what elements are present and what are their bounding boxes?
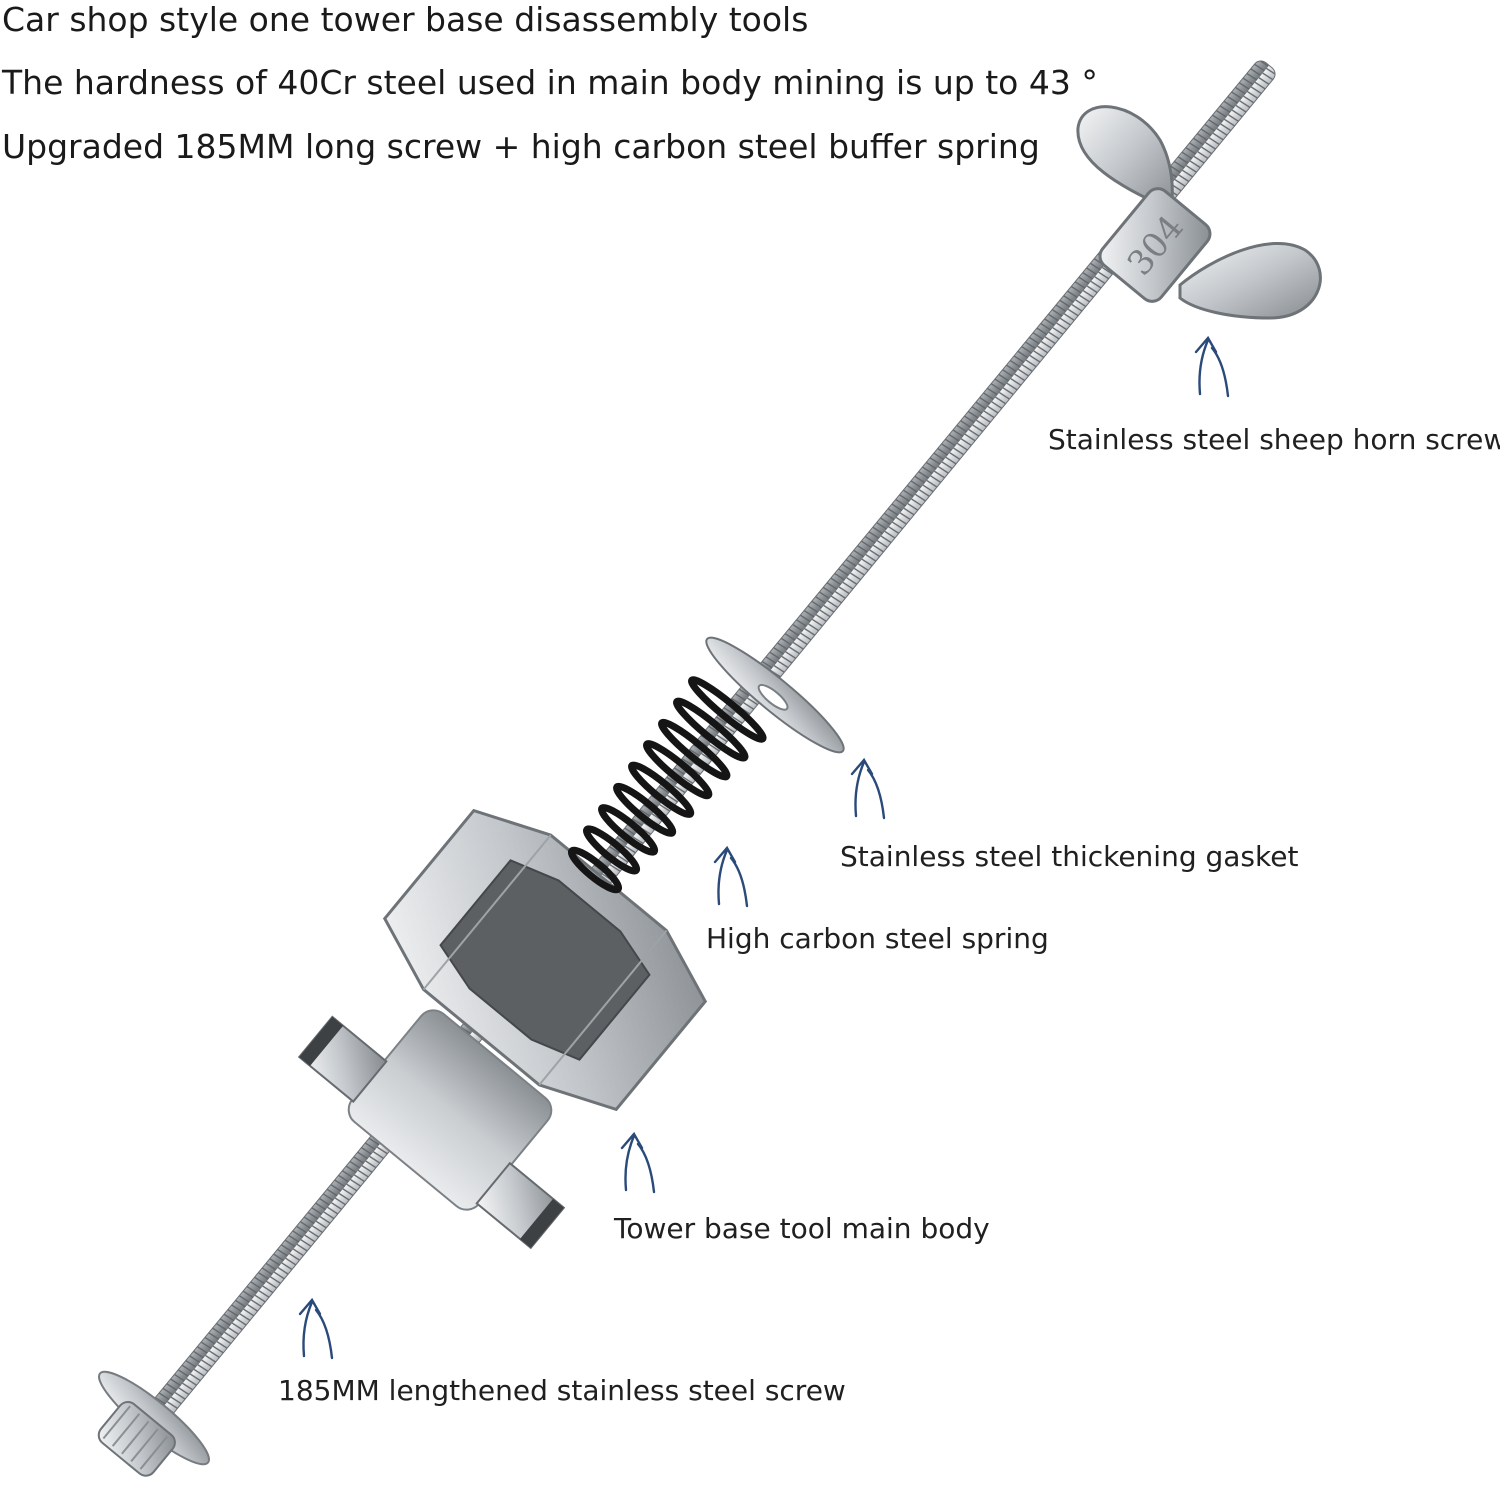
sheep-horn-wing-nut: 304 [1076, 105, 1322, 320]
headline-upgrade: Upgraded 185MM long screw + high carbon … [2, 127, 1040, 166]
screw-cap-head [97, 1370, 210, 1477]
headline-title: Car shop style one tower base disassembl… [2, 0, 809, 39]
callout-long-screw: 185MM lengthened stainless steel screw [278, 1374, 846, 1407]
headline-hardness: The hardness of 40Cr steel used in main … [2, 63, 1098, 102]
callout-main-body: Tower base tool main body [614, 1212, 990, 1245]
curved-up-arrow-icon [298, 1297, 334, 1360]
callout-spring: High carbon steel spring [706, 922, 1049, 955]
thickening-gasket [705, 636, 845, 754]
callout-sheep-horn-screw: Stainless steel sheep horn screw [1048, 423, 1500, 456]
curved-up-arrow-icon [850, 757, 886, 820]
callout-thickening-gasket: Stainless steel thickening gasket [840, 840, 1299, 873]
tower-base-main-body [297, 808, 708, 1250]
curved-up-arrow-icon [713, 845, 749, 908]
curved-up-arrow-icon [620, 1131, 656, 1194]
spring [567, 676, 767, 894]
curved-up-arrow-icon [1194, 335, 1230, 398]
